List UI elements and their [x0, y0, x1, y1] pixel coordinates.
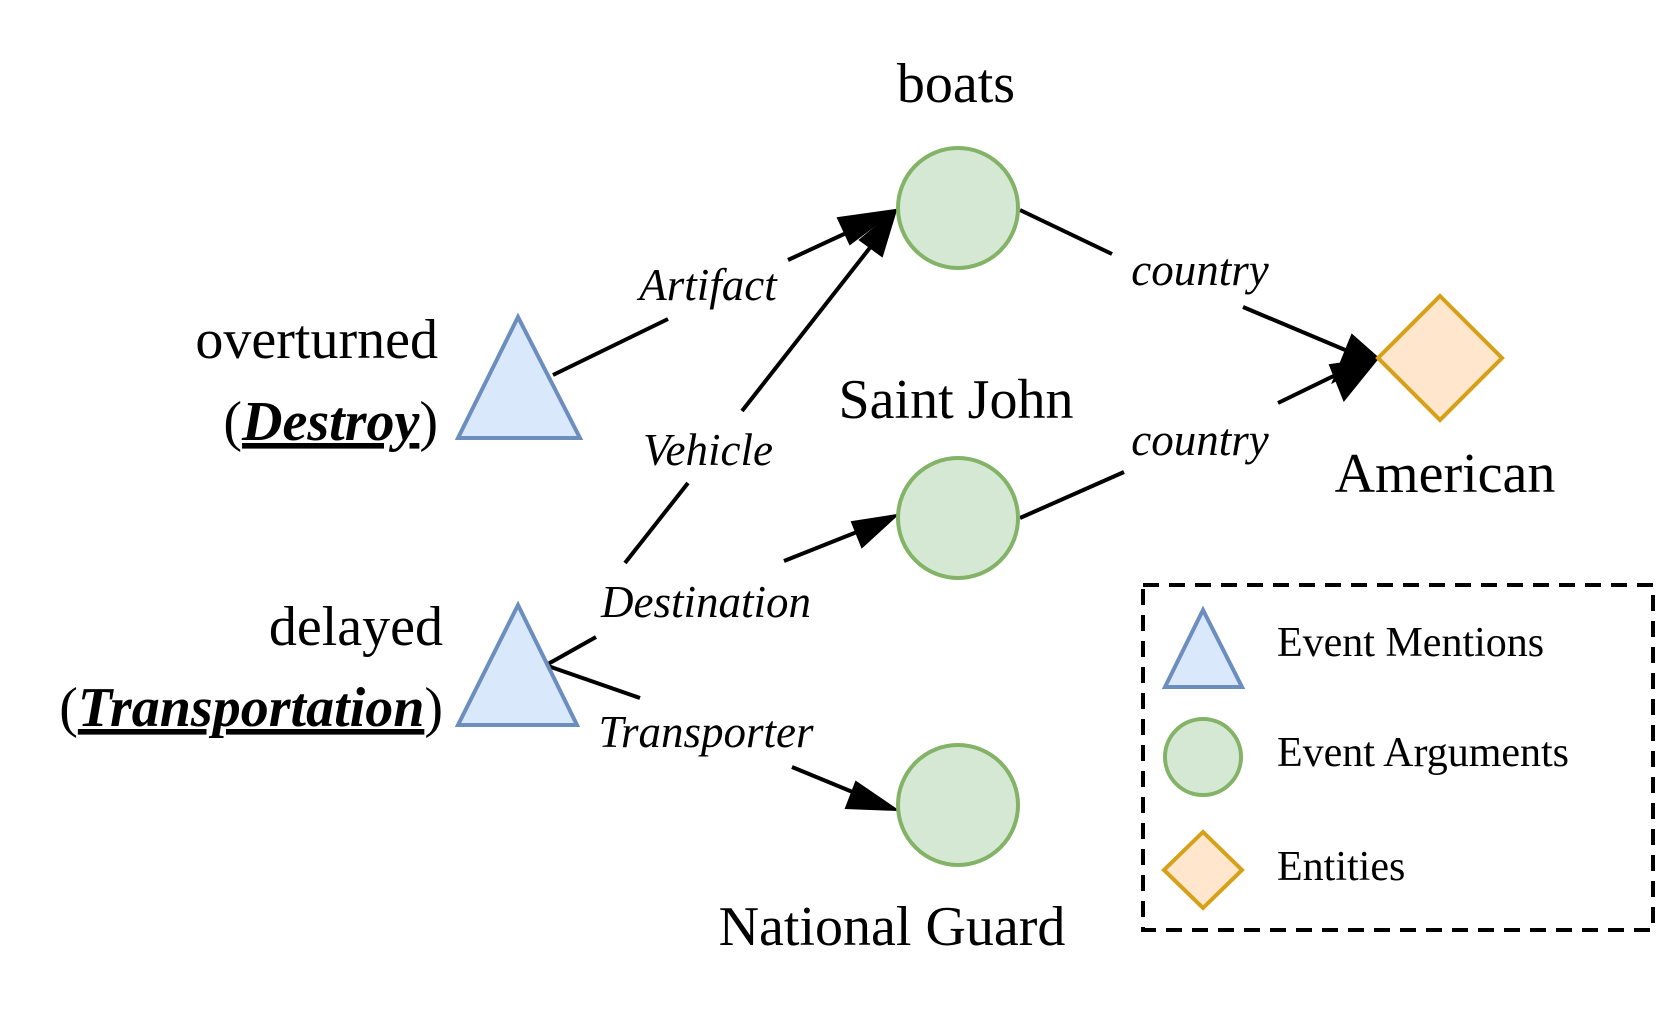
argument-label-boats: boats — [897, 53, 1015, 115]
entity-nodes: American — [1335, 293, 1556, 505]
event-type-destroy: (Destroy) — [223, 391, 438, 453]
legend: Event Mentions Event Arguments Entities — [1141, 583, 1655, 932]
event-triangle-delayed — [454, 600, 581, 727]
argument-circle-saint-john — [896, 456, 1020, 580]
event-word-delayed: delayed — [269, 596, 443, 658]
argument-circle-boats — [896, 146, 1020, 270]
edge-label-transporter: Transporter — [598, 707, 814, 757]
argument-label-national-guard: National Guard — [719, 896, 1066, 958]
edge-vehicle — [623, 207, 898, 565]
legend-argument-icon — [1163, 717, 1243, 797]
edge-label-country-1: country — [1131, 245, 1268, 295]
argument-nodes — [896, 146, 1020, 867]
entity-label-american: American — [1335, 443, 1556, 505]
legend-event-mentions: Event Mentions — [1277, 620, 1544, 666]
event-word-overturned: overturned — [195, 309, 438, 371]
legend-box — [1141, 583, 1655, 932]
edges — [547, 207, 1381, 812]
argument-circle-national-guard — [896, 743, 1020, 867]
entity-diamond-american — [1375, 293, 1505, 423]
legend-event-arguments: Event Arguments — [1277, 730, 1569, 776]
argument-label-saint-john: Saint John — [839, 369, 1074, 431]
edge-transporter — [547, 664, 901, 812]
legend-event-icon — [1161, 605, 1246, 689]
event-type-label: Transportation — [78, 677, 424, 739]
edge-country-saintjohn — [1019, 356, 1381, 520]
edge-labels: Artifact Vehicle Destination Transporter… — [598, 245, 1268, 757]
event-labels: overturned (Destroy) delayed (Transporta… — [59, 309, 443, 739]
event-type-transportation: (Transportation) — [59, 677, 443, 739]
legend-entities: Entities — [1277, 844, 1405, 890]
legend-entity-icon — [1161, 829, 1245, 911]
edge-artifact — [552, 208, 899, 377]
edge-label-country-2: country — [1131, 415, 1268, 465]
edge-destination — [547, 513, 901, 666]
event-nodes — [454, 312, 584, 727]
event-triangle-overturned — [454, 312, 584, 440]
edge-country-boats — [1019, 208, 1380, 385]
argument-labels: boats Saint John National Guard — [719, 53, 1074, 958]
event-type-label: Destroy — [241, 391, 420, 453]
edge-label-artifact: Artifact — [636, 260, 778, 310]
edge-label-destination: Destination — [600, 577, 811, 627]
edge-label-vehicle: Vehicle — [643, 425, 773, 475]
